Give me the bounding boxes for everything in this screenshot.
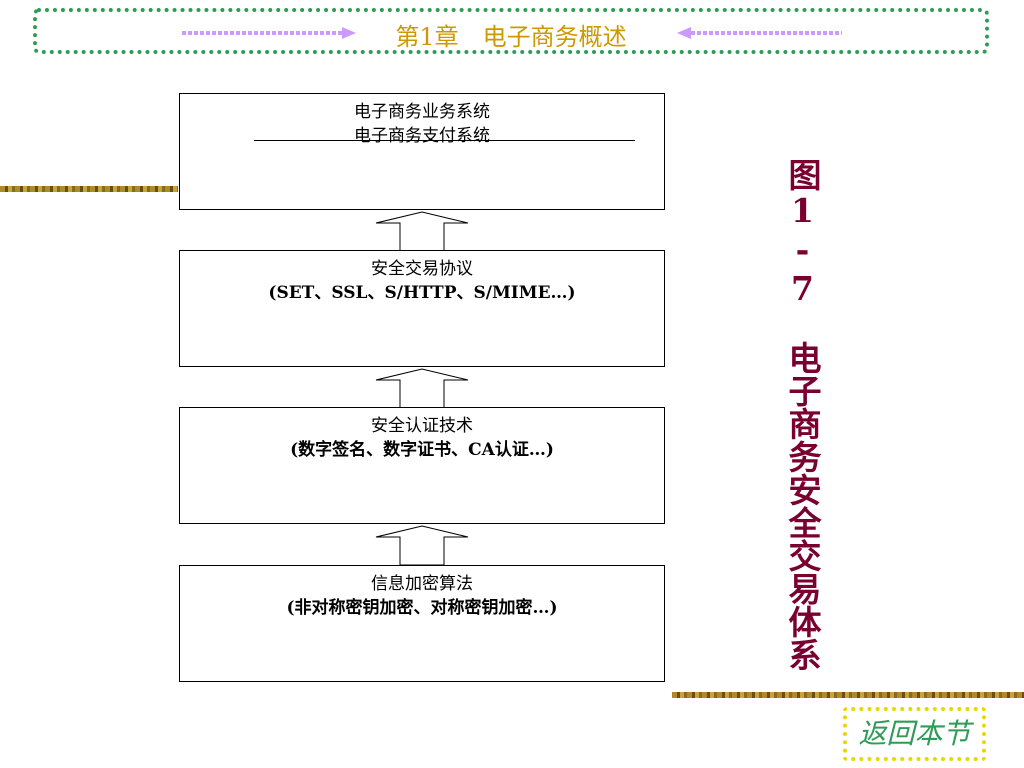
layer-subtitle: 电子商务支付系统 [354, 126, 490, 146]
chapter-header: 第1章 电子商务概述 [33, 8, 989, 54]
return-to-section-button[interactable]: 返回本节 [843, 707, 986, 761]
layer-subtitle: (数字签名、数字证书、CA认证…) [290, 440, 554, 460]
up-arrow-icon [375, 525, 469, 565]
figure-caption: 图1-7 电子商务安全交易体系 [783, 158, 822, 671]
layer-secure-transaction-protocol: 安全交易协议 (SET、SSL、S/HTTP、S/MIME…) [179, 250, 665, 367]
decorative-left-arrow-icon [677, 27, 842, 39]
layer-subtitle: (SET、SSL、S/HTTP、S/MIME…) [268, 283, 576, 303]
up-arrow-icon [375, 368, 469, 408]
layer-security-authentication: 安全认证技术 (数字签名、数字证书、CA认证…) [179, 407, 665, 524]
layer-business-system: 电子商务业务系统 电子商务支付系统 [179, 93, 665, 210]
layer-encryption-algorithm: 信息加密算法 (非对称密钥加密、对称密钥加密…) [179, 565, 665, 682]
divider-line [254, 140, 635, 141]
layer-title: 安全认证技术 [371, 416, 473, 436]
layer-title: 安全交易协议 [371, 259, 473, 279]
layer-subtitle: (非对称密钥加密、对称密钥加密…) [286, 598, 558, 618]
layer-title: 信息加密算法 [371, 574, 473, 594]
layer-title: 电子商务业务系统 [354, 102, 490, 122]
decorative-right-arrow-icon [182, 27, 356, 39]
decorative-stripe [0, 186, 178, 192]
up-arrow-icon [375, 211, 469, 251]
chapter-title: 第1章 电子商务概述 [395, 23, 627, 51]
decorative-stripe [672, 692, 1024, 698]
